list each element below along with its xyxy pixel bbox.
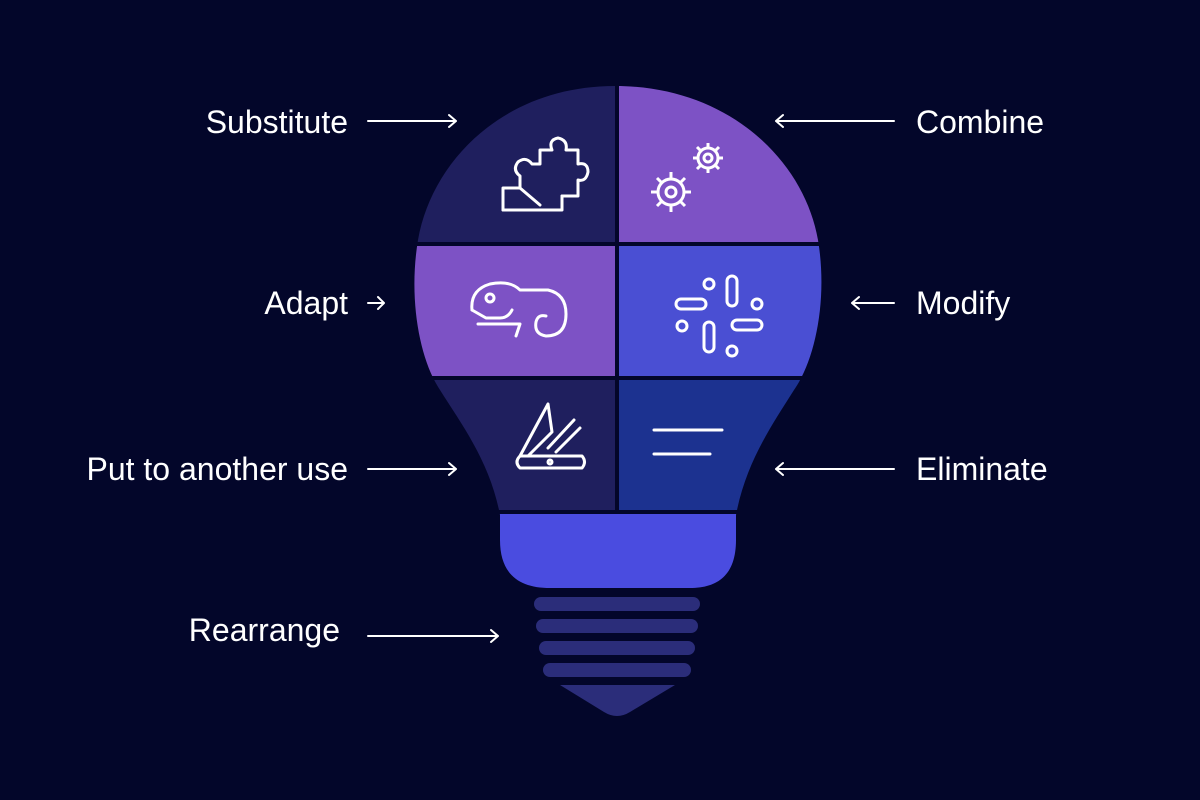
panel-combine	[619, 86, 822, 242]
arrow-substitute	[367, 114, 457, 128]
panel-modify	[619, 246, 822, 376]
base-ring-1	[534, 597, 700, 611]
lines-icon	[652, 428, 724, 456]
panel-substitute	[414, 86, 615, 242]
arrow-adapt	[367, 296, 385, 310]
label-rearrange: Rearrange	[188, 612, 340, 648]
base-tip	[560, 685, 675, 716]
arrow-rearrange	[367, 629, 499, 643]
base-ring-4	[543, 663, 691, 677]
panel-eliminate	[619, 380, 822, 510]
arrow-modify	[851, 296, 895, 310]
slack-like-icon	[674, 274, 764, 358]
panel-put-to-another-use	[414, 380, 615, 510]
puzzle-piece-icon	[501, 136, 590, 212]
panel-adapt	[414, 246, 615, 376]
label-eliminate: Eliminate	[916, 451, 1048, 487]
base-ring-3	[539, 641, 695, 655]
base-ring-2	[536, 619, 698, 633]
gears-icon	[651, 143, 723, 212]
chameleon-icon	[470, 281, 568, 338]
swiss-knife-icon	[515, 402, 586, 470]
arrow-eliminate	[775, 462, 895, 476]
label-combine: Combine	[916, 104, 1045, 140]
arrow-put-to-another-use	[367, 462, 457, 476]
arrow-combine	[775, 114, 895, 128]
label-adapt: Adapt	[264, 285, 348, 321]
label-put-to-another-use: Put to another use	[86, 451, 348, 487]
label-modify: Modify	[916, 285, 1011, 321]
arrows	[367, 114, 895, 643]
bulb-neck	[414, 514, 822, 588]
label-substitute: Substitute	[205, 104, 348, 140]
